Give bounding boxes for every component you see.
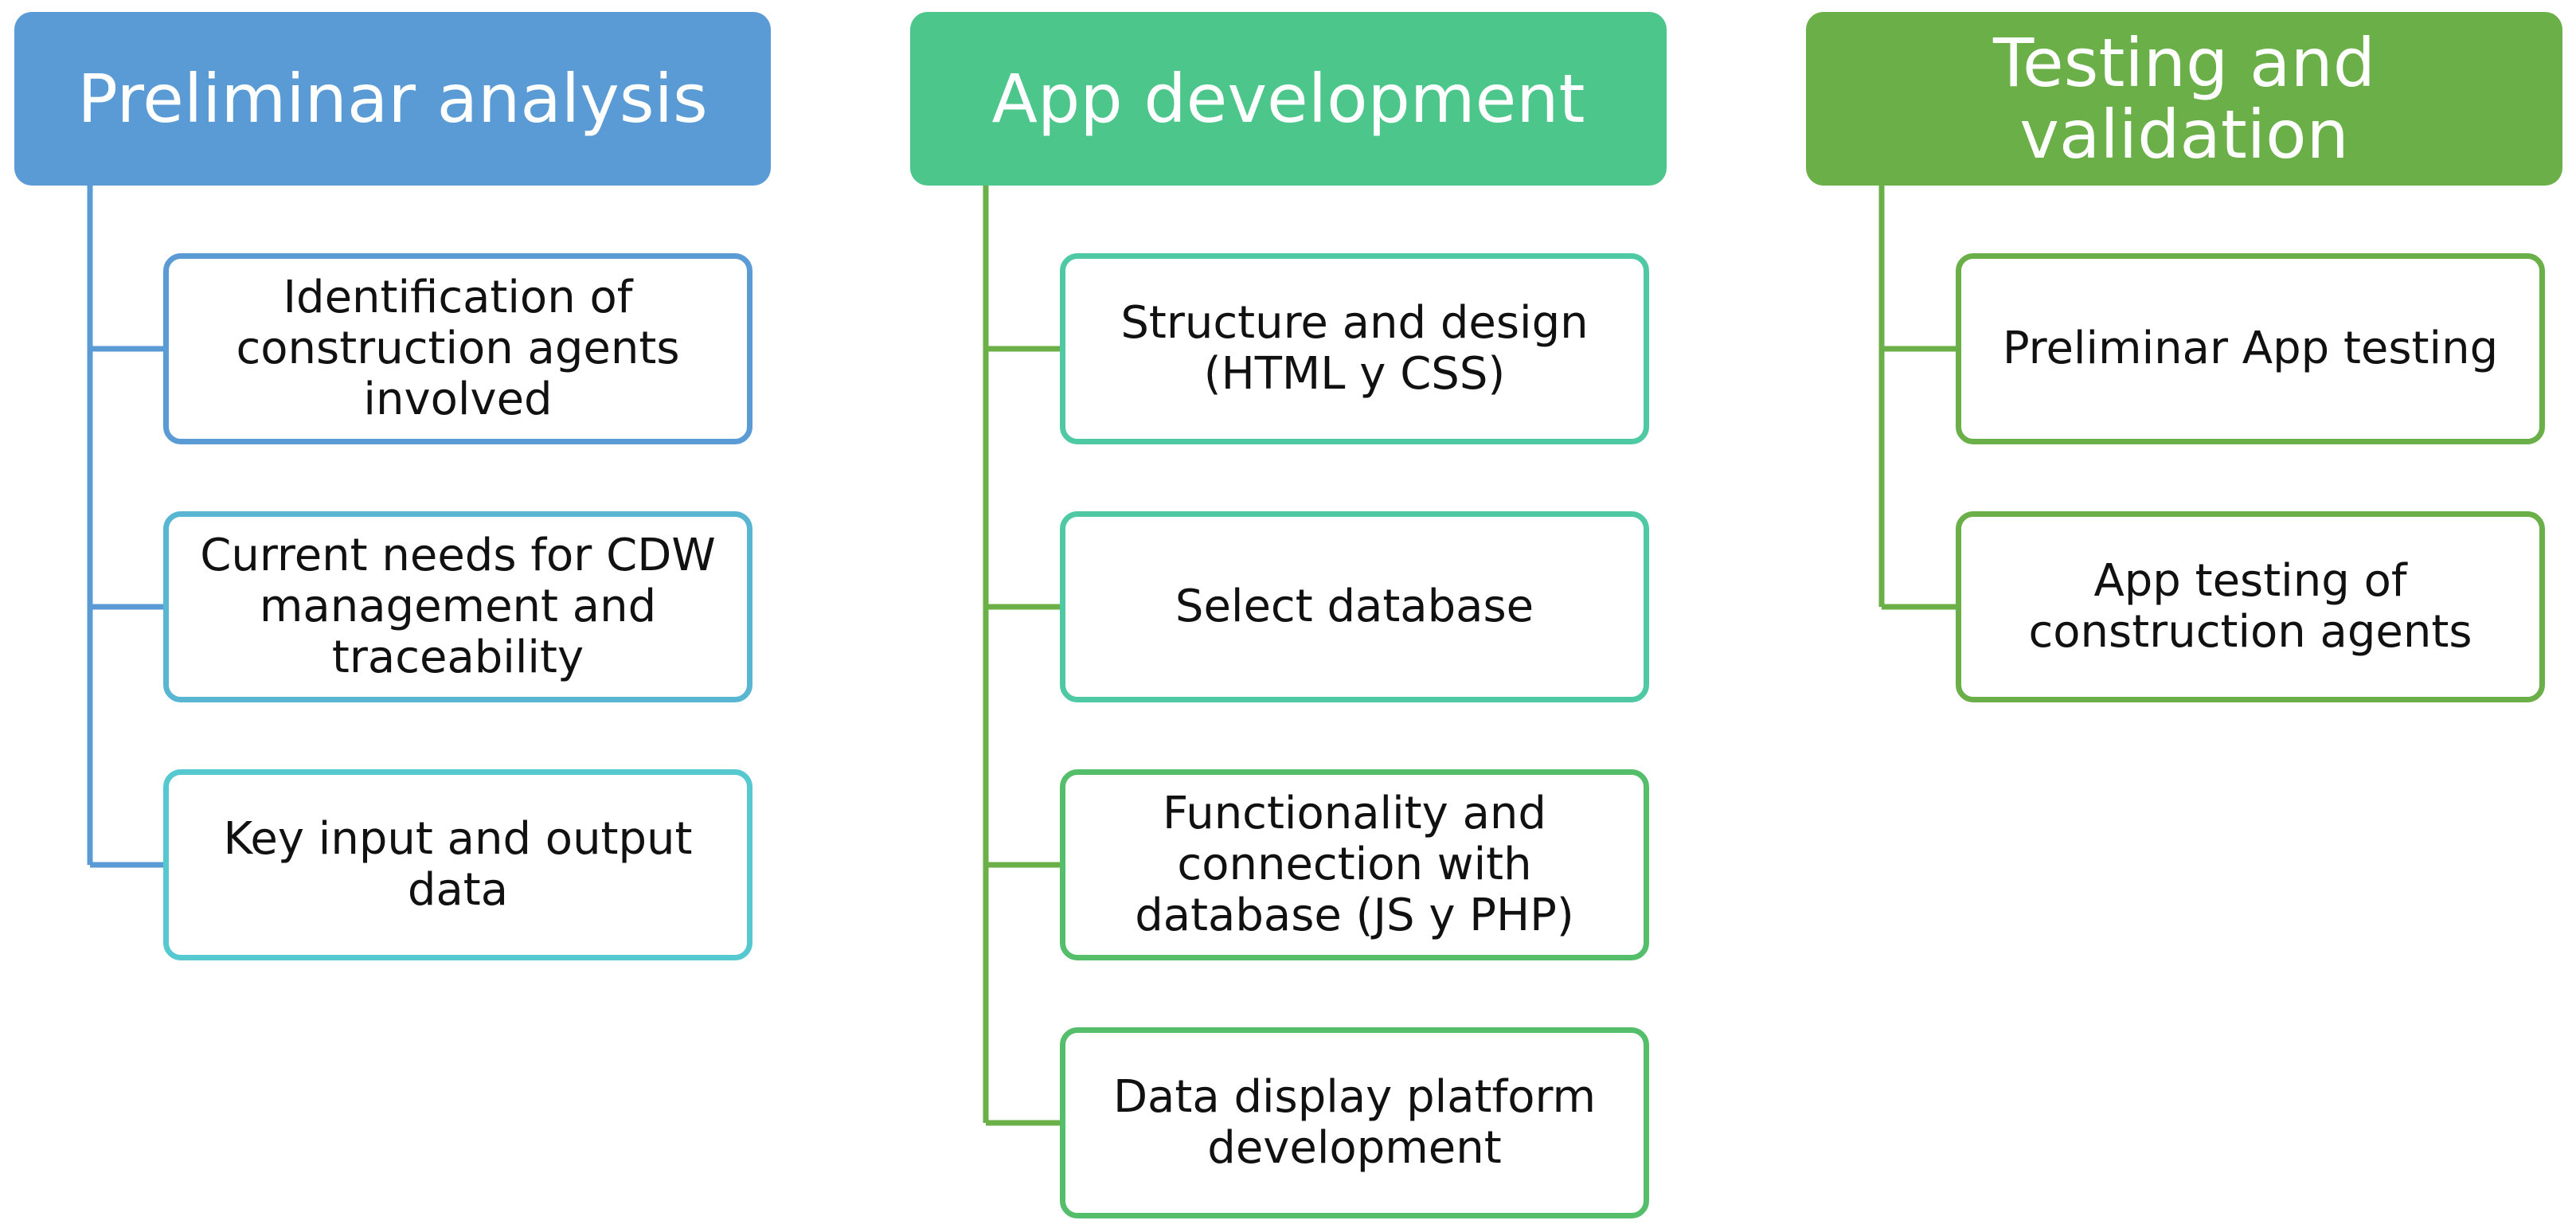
step-structure-design: Structure and design (HTML y CSS)	[1060, 253, 1649, 444]
header-line: Testing and	[1992, 24, 2376, 102]
header-preliminar-analysis: Preliminar analysis	[14, 12, 771, 186]
step-app-testing-agents: App testing of construction agents	[1956, 511, 2545, 702]
step-text-line: construction agents	[236, 323, 680, 374]
step-text-line: Structure and design	[1120, 297, 1589, 349]
step-text-line: App testing of	[2093, 555, 2407, 607]
step-identification-agents: Identification of construction agents in…	[163, 253, 752, 444]
step-text-line: Data display platform	[1112, 1071, 1597, 1123]
connector-col1	[87, 186, 163, 868]
step-text-line: traceability	[331, 632, 584, 683]
step-text-line: Select database	[1175, 581, 1534, 632]
step-preliminar-app-testing: Preliminar App testing	[1956, 253, 2545, 444]
step-text-line: Preliminar App testing	[2002, 323, 2499, 374]
step-text-line: (HTML y CSS)	[1203, 348, 1506, 400]
step-text-line: Identification of	[283, 272, 633, 323]
step-select-database: Select database	[1060, 511, 1649, 702]
step-text-line: database (JS y PHP)	[1135, 890, 1574, 941]
connector-col2	[983, 186, 1060, 1126]
step-text-line: management and	[259, 581, 657, 632]
header-line: validation	[2019, 96, 2349, 174]
step-text-line: Functionality and	[1163, 788, 1546, 839]
step-text-line: Key input and output	[223, 813, 693, 865]
step-functionality-connection: Functionality and connection with databa…	[1060, 769, 1649, 960]
step-data-display-platform: Data display platform development	[1060, 1027, 1649, 1218]
step-text-line: involved	[363, 373, 553, 425]
step-text-line: connection with	[1177, 839, 1532, 890]
step-key-input-output: Key input and output data	[163, 769, 752, 960]
header-app-development: App development	[910, 12, 1667, 186]
step-current-needs: Current needs for CDW management and tra…	[163, 511, 752, 702]
header-testing-validation: Testing and validation	[1806, 12, 2562, 186]
step-text-line: construction agents	[2028, 606, 2472, 658]
header-line: Preliminar analysis	[77, 60, 708, 138]
step-text-line: Current needs for CDW	[200, 530, 716, 581]
header-line: App development	[991, 60, 1585, 138]
step-text-line: development	[1207, 1122, 1502, 1174]
connector-col3	[1878, 186, 1956, 610]
step-text-line: data	[407, 864, 509, 916]
